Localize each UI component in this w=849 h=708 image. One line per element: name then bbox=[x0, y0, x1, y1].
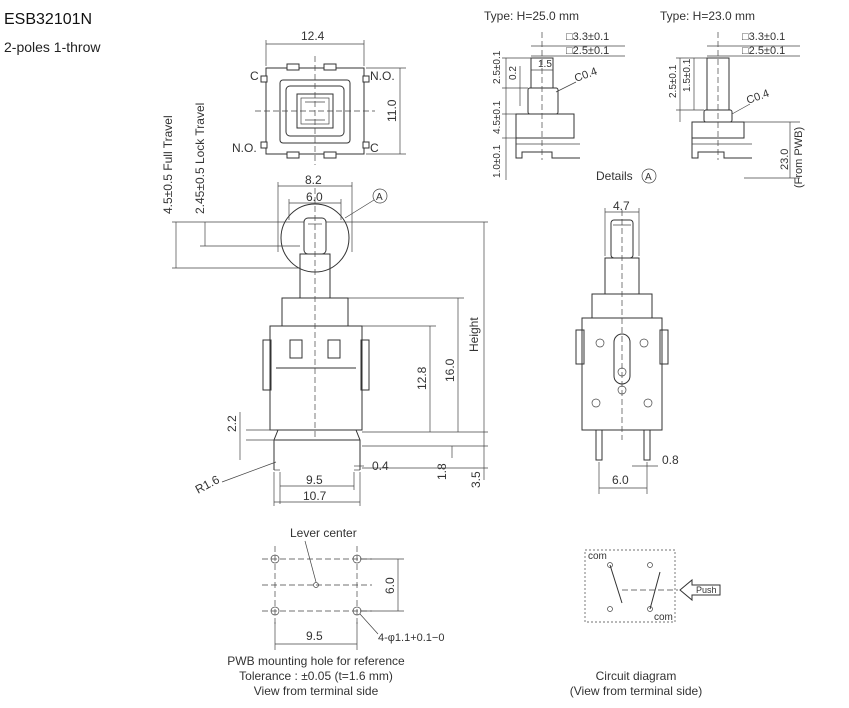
label-c-bottom-right: C bbox=[370, 141, 379, 155]
dim-2-2: 2.2 bbox=[225, 415, 239, 432]
front-view: 4.7 0.8 6.0 bbox=[575, 199, 679, 494]
detail-b-1-5: 1.5±0.1 bbox=[682, 58, 693, 92]
detail-a-co: C0.4 bbox=[573, 66, 599, 85]
detail-a-sq33: □3.3±0.1 bbox=[566, 31, 609, 43]
circuit-caption-1: Circuit diagram bbox=[596, 669, 677, 683]
hole-dim-6-0: 6.0 bbox=[383, 577, 397, 594]
hole-caption-2: Tolerance : ±0.05 (t=1.6 mm) bbox=[239, 669, 393, 683]
dim-6-0-side: 6.0 bbox=[306, 190, 323, 204]
detail-a-0-2: 0.2 bbox=[508, 66, 519, 80]
dim-12-8: 12.8 bbox=[415, 366, 429, 390]
circuit-caption-2: (View from terminal side) bbox=[570, 684, 702, 698]
dim-10-7: 10.7 bbox=[303, 489, 327, 503]
type-b-title: Type: H=23.0 mm bbox=[660, 9, 755, 23]
type-a-title: Type: H=25.0 mm bbox=[484, 9, 579, 23]
height-dim: Height bbox=[467, 317, 481, 352]
top-view: 12.4 11.0 C N.O. N.O. C bbox=[232, 29, 406, 165]
detail-b-co: C0.4 bbox=[745, 88, 771, 107]
details-label: Details bbox=[596, 169, 633, 183]
radius-dim: R1.6 bbox=[193, 472, 222, 496]
detail-b-2-5: 2.5±0.1 bbox=[668, 64, 679, 98]
dim-16-0: 16.0 bbox=[443, 358, 457, 382]
dim-4-7: 4.7 bbox=[613, 199, 630, 213]
lever-center-label: Lever center bbox=[290, 526, 357, 540]
detail-b-sq25: □2.5±0.1 bbox=[742, 45, 785, 57]
top-height-dim: 11.0 bbox=[385, 99, 399, 122]
detail-b-sq33: □3.3±0.1 bbox=[742, 31, 785, 43]
top-width-dim: 12.4 bbox=[301, 29, 325, 43]
detail-b-from-pwb: (From PWB) bbox=[793, 127, 805, 188]
push-label: Push bbox=[696, 585, 717, 595]
label-no-bottom-left: N.O. bbox=[232, 141, 257, 155]
com-bottom-label: com bbox=[654, 612, 673, 623]
dim-6-0-front: 6.0 bbox=[612, 473, 629, 487]
circuit-diagram: Push com com Circuit diagram (View from … bbox=[570, 549, 721, 698]
dim-1-8: 1.8 bbox=[435, 463, 449, 480]
com-top-label: com bbox=[588, 551, 607, 562]
hole-pattern: Lever center 6.0 9.5 4-φ1.1+0.1−0 PWB mo… bbox=[227, 526, 444, 698]
dim-0-8: 0.8 bbox=[662, 453, 679, 467]
part-subtitle: 2-poles 1-throw bbox=[4, 39, 101, 55]
dim-0-4: 0.4 bbox=[372, 459, 389, 473]
hole-caption-1: PWB mounting hole for reference bbox=[227, 654, 405, 668]
lock-travel-dim: 2.45±0.5 Lock Travel bbox=[193, 103, 207, 214]
hole-spec: 4-φ1.1+0.1−0 bbox=[378, 632, 444, 644]
dim-3-5: 3.5 bbox=[469, 471, 483, 488]
part-number-title: ESB32101N bbox=[4, 11, 92, 28]
detail-marker-side: A bbox=[376, 192, 383, 203]
hole-dim-9-5: 9.5 bbox=[306, 629, 323, 643]
hole-caption-3: View from terminal side bbox=[254, 684, 379, 698]
label-no-top-right: N.O. bbox=[370, 69, 395, 83]
detail-a-sq25: □2.5±0.1 bbox=[566, 45, 609, 57]
detail-a-1-5: 1.5 bbox=[538, 59, 552, 70]
label-c-top-left: C bbox=[250, 69, 259, 83]
detail-b-23: 23.0 bbox=[779, 149, 791, 170]
dim-8-2: 8.2 bbox=[305, 173, 322, 187]
full-travel-dim: 4.5±0.5 Full Travel bbox=[161, 115, 175, 214]
details-panel: Type: H=25.0 mm Type: H=23.0 mm □3.3±0.1… bbox=[484, 9, 805, 188]
dim-9-5-side: 9.5 bbox=[306, 473, 323, 487]
detail-a-2-5: 2.5±0.1 bbox=[492, 50, 503, 84]
detail-a-4-5: 4.5±0.1 bbox=[492, 100, 503, 134]
side-view: 8.2 6.0 A 4.5±0.5 Full Travel 2.45±0.5 L… bbox=[161, 103, 488, 506]
details-marker: A bbox=[645, 172, 652, 183]
detail-a-1-0: 1.0±0.1 bbox=[492, 144, 503, 178]
